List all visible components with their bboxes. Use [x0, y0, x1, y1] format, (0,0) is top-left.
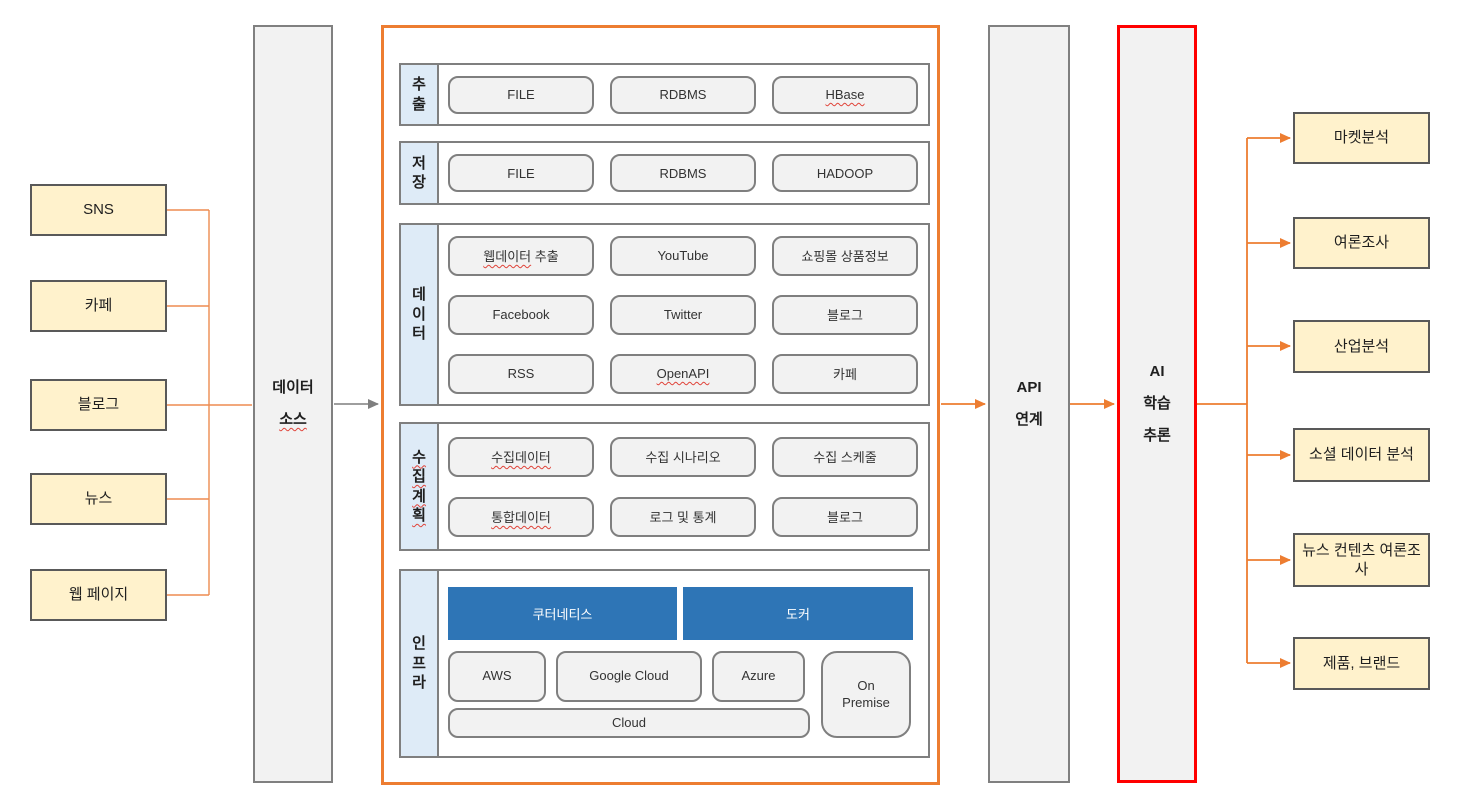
section-data-label-strip: 데이터 [401, 225, 439, 404]
pipeline-frame: 추출 FILE RDBMS HBase 저장 FILE RDBMS HADOOP [381, 25, 940, 785]
infra-docker-box: 도커 [683, 587, 913, 640]
pill-collected-data: 수집데이터 [448, 436, 594, 477]
section-infra-label: 인프라 [412, 635, 426, 692]
section-collection-plan-label-strip: 수집계획 [401, 424, 439, 549]
output-box-industry-analysis: 산업분석 [1293, 320, 1430, 373]
data-source-line1: 데이터 [272, 378, 314, 396]
section-extract-label-strip: 추출 [401, 65, 439, 124]
source-box-sns: SNS [30, 184, 167, 236]
pill-store-file: FILE [448, 154, 594, 192]
ai-line1: AI [1149, 362, 1165, 380]
section-infra: 인프라 쿠터네티스 도커 AWS Google Cloud Azure On P… [399, 569, 930, 758]
pill-rss: RSS [448, 353, 594, 394]
section-extract: 추출 FILE RDBMS HBase [399, 63, 930, 126]
source-connectors [167, 209, 252, 596]
section-data: 데이터 웹데이터 추출 YouTube 쇼핑몰 상품정보 Facebook Tw… [399, 223, 930, 406]
pill-log-and-stats: 로그 및 통계 [610, 496, 756, 537]
infra-google-cloud-box: Google Cloud [556, 651, 702, 702]
pill-blog2: 블로그 [772, 496, 918, 537]
api-link-column: API 연계 [988, 25, 1070, 783]
infra-on-premise-box: On Premise [821, 651, 911, 738]
pill-extract-hbase: HBase [772, 75, 918, 114]
section-store-label-strip: 저장 [401, 143, 439, 203]
source-box-cafe: 카페 [30, 280, 167, 332]
section-extract-label: 추출 [412, 76, 426, 113]
pill-extract-file: FILE [448, 75, 594, 114]
ai-line3: 추론 [1143, 427, 1171, 445]
section-store-label: 저장 [412, 154, 426, 192]
pill-collection-schedule: 수집 스케줄 [772, 436, 918, 477]
infra-kubernetes-box: 쿠터네티스 [448, 587, 677, 640]
api-line1: API [1016, 378, 1042, 396]
output-box-news-content-poll: 뉴스 컨텐츠 여론조사 [1293, 533, 1430, 587]
output-box-opinion-poll: 여론조사 [1293, 217, 1430, 269]
pill-facebook: Facebook [448, 294, 594, 335]
section-data-label: 데이터 [412, 286, 426, 343]
infra-cloud-box: Cloud [448, 708, 810, 738]
output-box-market-analysis: 마켓분석 [1293, 112, 1430, 164]
api-line2: 연계 [1015, 411, 1043, 428]
section-store: 저장 FILE RDBMS HADOOP [399, 141, 930, 205]
output-box-social-data-analysis: 소셜 데이터 분석 [1293, 428, 1430, 482]
pill-twitter: Twitter [610, 294, 756, 335]
output-box-product-brand: 제품, 브랜드 [1293, 637, 1430, 690]
source-box-webpage: 웹 페이지 [30, 569, 167, 621]
pill-store-hadoop: HADOOP [772, 154, 918, 192]
pill-shopping-product-info: 쇼핑몰 상품정보 [772, 235, 918, 276]
pill-cafe: 카페 [772, 353, 918, 394]
infra-aws-box: AWS [448, 651, 546, 702]
pill-integrated-data: 통합데이터 [448, 496, 594, 537]
pill-webdata-extract: 웹데이터 추출 [448, 235, 594, 276]
pill-collection-scenario: 수집 시나리오 [610, 436, 756, 477]
pill-blog: 블로그 [772, 294, 918, 335]
section-collection-plan-label: 수집계획 [412, 448, 426, 525]
section-collection-plan: 수집계획 수집데이터 수집 시나리오 수집 스케줄 통합데이터 로그 및 통계 … [399, 422, 930, 551]
source-box-news: 뉴스 [30, 473, 167, 525]
infra-azure-box: Azure [712, 651, 805, 702]
ai-inference-column: AI 학습 추론 [1117, 25, 1197, 783]
pill-store-rdbms: RDBMS [610, 154, 756, 192]
pill-youtube: YouTube [610, 235, 756, 276]
ai-line2: 학습 [1143, 394, 1171, 412]
pill-openapi: OpenAPI [610, 353, 756, 394]
pill-extract-rdbms: RDBMS [610, 75, 756, 114]
source-box-blog: 블로그 [30, 379, 167, 431]
data-source-column: 데이터 소스 [253, 25, 333, 783]
data-source-line2: 소스 [279, 411, 307, 428]
section-infra-label-strip: 인프라 [401, 571, 439, 756]
